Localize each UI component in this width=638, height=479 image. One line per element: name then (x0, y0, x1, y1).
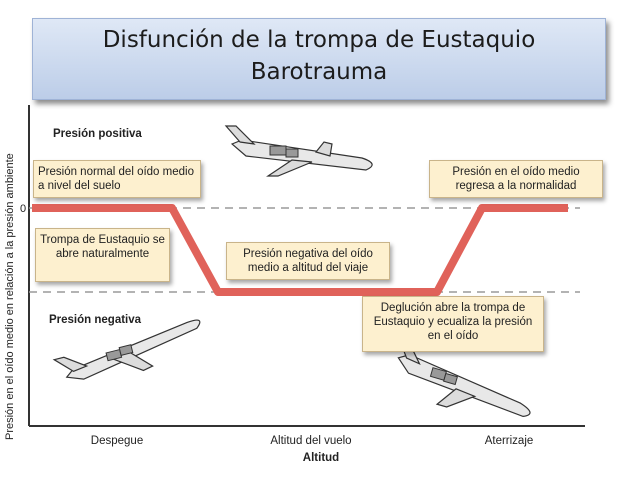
callout-pressure-normalizes: Presión en el oído medio regresa a la no… (429, 160, 603, 198)
negative-pressure-label: Presión negativa (49, 314, 142, 326)
slide-title: Disfunción de la trompa de Eustaquio (102, 27, 536, 53)
pressure-curve (32, 204, 568, 296)
callout-normal-pressure: Presión normal del oído medio a nivel de… (33, 160, 201, 198)
x-axis-label: Altitud (303, 452, 339, 464)
y-zero-label: 0 (20, 203, 26, 215)
x-tick-takeoff: Despegue (91, 435, 143, 447)
airplane-takeoff-icon (52, 319, 201, 380)
slide-title-box: Disfunción de la trompa de Eustaquio Bar… (32, 18, 606, 100)
x-tick-landing: Aterrizaje (485, 435, 534, 447)
positive-pressure-label: Presión positiva (53, 128, 142, 140)
y-axis-label: Presión en el oído medio en relación a l… (4, 153, 16, 440)
x-tick-cruise: Altitud del vuelo (270, 435, 351, 447)
callout-swallowing-equalizes: Deglución abre la trompa de Eustaquio y … (362, 296, 544, 352)
airplane-cruise-icon (224, 125, 373, 177)
callout-tube-opens: Trompa de Eustaquio se abre naturalmente (35, 228, 170, 282)
callout-negative-pressure: Presión negativa del oído medio a altitu… (226, 242, 390, 280)
slide-subtitle: Barotrauma (250, 59, 388, 85)
airplane-landing-icon (397, 338, 531, 418)
